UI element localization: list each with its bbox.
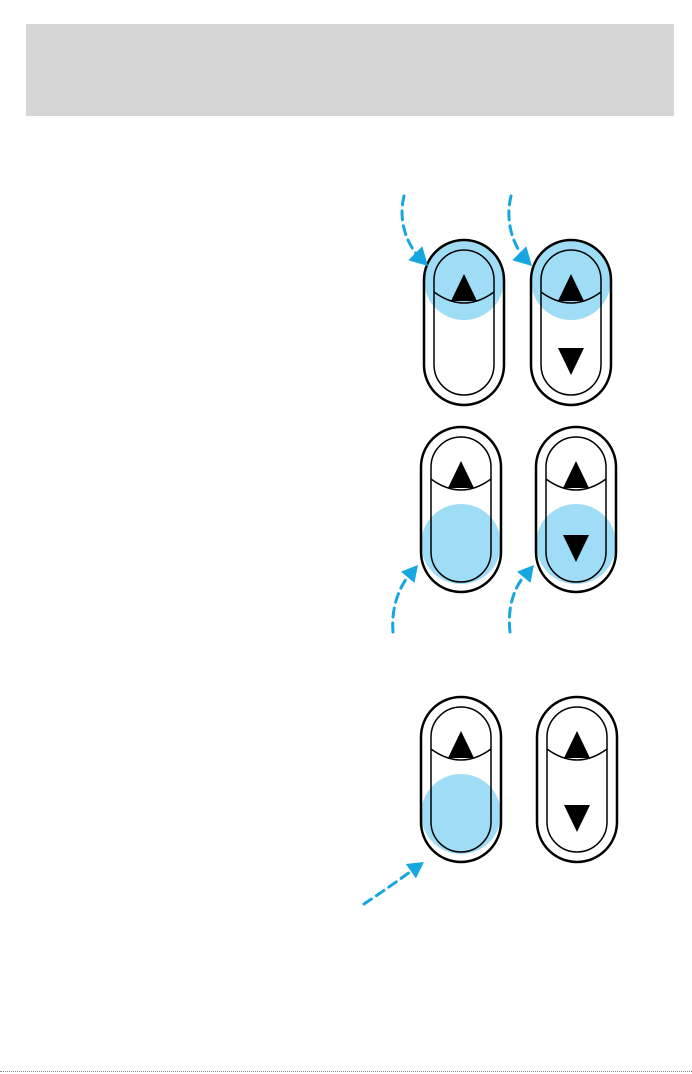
down-triangle-icon [558,348,584,375]
bottom-rule [0,1071,692,1072]
callout-arrowhead-icon [401,565,418,583]
callout-pointer-left-switch-bottom [364,866,418,904]
switch-left-panel-2 [421,427,501,592]
highlight-bottom [421,504,501,584]
highlight-bottom [421,774,501,854]
switch-right-panel-1 [531,240,611,405]
up-triangle-icon [448,731,474,758]
switch-right-panel-2 [536,427,616,592]
switch-outer-frame [537,697,617,862]
callout-arrowhead-icon [406,862,424,878]
up-triangle-icon [564,731,590,758]
callout-arrowhead-icon [512,246,532,266]
switch-left-panel-3 [421,697,501,862]
up-triangle-icon [448,461,474,488]
up-triangle-icon [563,461,589,488]
down-triangle-icon [564,805,590,832]
switch-right-panel-3 [537,697,617,862]
callout-arrowhead-icon [408,246,428,266]
switch-left-panel-1 [424,240,504,405]
